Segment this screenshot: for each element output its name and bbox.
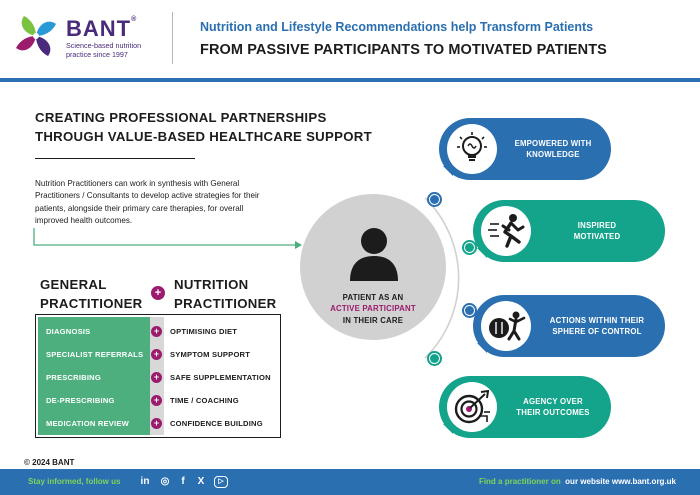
np-cell: SAFE SUPPLEMENTATION: [170, 373, 271, 382]
card-tail: [477, 343, 487, 353]
table-row: DIAGNOSIS + OPTIMISING DIET: [36, 321, 282, 344]
icon-circle: [447, 124, 497, 174]
x-icon[interactable]: X: [197, 476, 205, 487]
card-text: EMPOWERED WITH KNOWLEDGE: [501, 118, 605, 180]
patient-label: PATIENT AS AN ACTIVE PARTICIPANT IN THEI…: [300, 292, 446, 326]
general-practitioner-heading: GENERAL PRACTITIONER: [40, 275, 143, 313]
header-divider: [172, 12, 173, 64]
card-agency: AGENCY OVER THEIR OUTCOMES: [439, 376, 611, 438]
plus-icon: +: [151, 395, 162, 406]
plus-icon: +: [151, 349, 162, 360]
bant-logo[interactable]: BANT® Science-based nutrition practice s…: [14, 14, 164, 66]
card-tail: [477, 248, 487, 258]
arc-node-green: [427, 351, 442, 366]
find-text: Find a practitioner on: [478, 477, 561, 486]
card-text-line-2: THEIR OUTCOMES: [516, 408, 590, 417]
runner-icon: [488, 214, 525, 248]
brand-name: BANT®: [66, 16, 138, 41]
follow-text: Stay informed, follow us: [28, 477, 121, 486]
page-title: FROM PASSIVE PARTICIPANTS TO MOTIVATED P…: [200, 42, 607, 58]
np-cell: TIME / COACHING: [170, 396, 239, 405]
youtube-icon[interactable]: ▷: [214, 476, 228, 488]
arc-node-green: [462, 240, 477, 255]
np-heading-line-2: PRACTITIONER: [174, 296, 277, 311]
card-text-line-2: MOTIVATED: [573, 232, 621, 241]
find-practitioner[interactable]: Find a practitioner on our website www.b…: [479, 477, 676, 486]
card-text: AGENCY OVER THEIR OUTCOMES: [501, 376, 605, 438]
diet-exercise-icon: [489, 311, 526, 341]
plus-icon: +: [151, 326, 162, 337]
gp-cell: DE-PRESCRIBING: [46, 396, 115, 405]
section-title-line-2: THROUGH VALUE-BASED HEALTHCARE SUPPORT: [35, 129, 372, 144]
icon-circle: [447, 382, 497, 432]
copyright: © 2024 BANT: [24, 458, 75, 467]
plus-icon: +: [151, 418, 162, 429]
section-title-line-1: CREATING PROFESSIONAL PARTNERSHIPS: [35, 110, 327, 125]
np-cell: SYMPTOM SUPPORT: [170, 350, 251, 359]
linkedin-icon[interactable]: in: [140, 476, 150, 487]
website-link[interactable]: our website www.bant.org.uk: [565, 477, 676, 486]
gp-cell: DIAGNOSIS: [46, 327, 91, 336]
card-text-line-1: EMPOWERED WITH: [514, 138, 592, 148]
card-text: ACTIONS WITHIN THEIR SPHERE OF CONTROL: [535, 295, 659, 357]
gp-heading-line-1: GENERAL: [40, 277, 107, 292]
card-text-line-2: KNOWLEDGE: [526, 150, 580, 159]
gp-column: [38, 317, 150, 435]
footer: Stay informed, follow us in ◎ f X ▷ Find…: [0, 469, 700, 495]
table-row: PRESCRIBING + SAFE SUPPLEMENTATION: [36, 367, 282, 390]
table-row: SPECIALIST REFERRALS + SYMPTOM SUPPORT: [36, 344, 282, 367]
section-divider: [35, 158, 195, 159]
gp-cell: MEDICATION REVIEW: [46, 419, 129, 428]
section-title: CREATING PROFESSIONAL PARTNERSHIPS THROU…: [35, 108, 372, 146]
card-text-line-1: ACTIONS WITHIN THEIR: [549, 315, 645, 325]
lightbulb-brain-icon: [457, 132, 487, 161]
np-cell: CONFIDENCE BUILDING: [170, 419, 263, 428]
card-text-line-1: AGENCY OVER: [523, 396, 583, 406]
section-body: Nutrition Practitioners can work in synt…: [35, 179, 260, 225]
card-actions: ACTIONS WITHIN THEIR SPHERE OF CONTROL: [473, 295, 665, 357]
card-inspired: INSPIRED MOTIVATED: [473, 200, 665, 262]
header: BANT® Science-based nutrition practice s…: [0, 0, 700, 78]
icon-circle: [481, 301, 531, 351]
instagram-icon[interactable]: ◎: [160, 476, 170, 487]
connector-arc: [424, 197, 460, 359]
gp-heading-line-2: PRACTITIONER: [40, 296, 143, 311]
header-subtitle: Nutrition and Lifestyle Recommendations …: [200, 20, 594, 34]
patient-label-line-1: PATIENT AS AN: [342, 293, 404, 302]
arc-node-blue: [462, 303, 477, 318]
icon-circle: [481, 206, 531, 256]
card-text-line-2: SPHERE OF CONTROL: [552, 327, 642, 336]
person-icon: [350, 228, 398, 281]
patient-label-highlight: ACTIVE PARTICIPANT: [330, 304, 416, 314]
card-empowered: EMPOWERED WITH KNOWLEDGE: [439, 118, 611, 180]
np-cell: OPTIMISING DIET: [170, 327, 238, 336]
card-tail: [443, 424, 453, 434]
comparison-table: DIAGNOSIS + OPTIMISING DIET SPECIALIST R…: [35, 314, 281, 438]
card-text: INSPIRED MOTIVATED: [535, 200, 659, 262]
logo-mark-icon: [16, 16, 56, 56]
np-heading-line-1: NUTRITION: [174, 277, 249, 292]
plus-icon: +: [151, 372, 162, 383]
connector-arrow-icon: [33, 228, 302, 249]
facebook-icon[interactable]: f: [181, 476, 185, 487]
card-text-line-1: INSPIRED: [577, 220, 617, 230]
target-icon: [454, 389, 490, 424]
card-tail: [443, 166, 453, 176]
nutrition-practitioner-heading: NUTRITION PRACTITIONER: [174, 275, 277, 313]
brand-tagline: Science-based nutrition practice since 1…: [66, 41, 142, 59]
gp-cell: PRESCRIBING: [46, 373, 101, 382]
header-bar: [0, 78, 700, 82]
plus-icon: +: [151, 286, 165, 300]
table-row: DE-PRESCRIBING + TIME / COACHING: [36, 390, 282, 413]
table-row: MEDICATION REVIEW + CONFIDENCE BUILDING: [36, 413, 282, 436]
gp-cell: SPECIALIST REFERRALS: [46, 350, 144, 359]
patient-label-line-3: IN THEIR CARE: [342, 315, 404, 325]
arc-node-blue: [427, 192, 442, 207]
